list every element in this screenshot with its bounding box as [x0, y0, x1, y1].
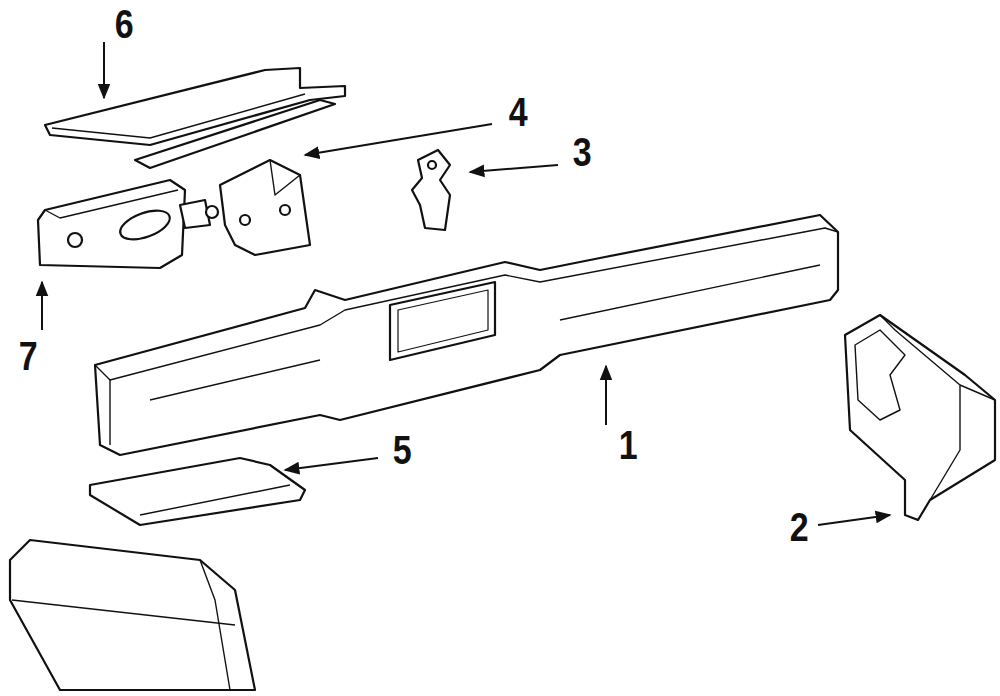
retainer-clip: [412, 150, 450, 230]
leader-line: [305, 124, 492, 155]
callout-number: 5: [392, 430, 411, 470]
plate-strip: [135, 100, 335, 168]
leader-line: [285, 458, 378, 470]
callout-number: 4: [508, 92, 527, 132]
leader-line: [605, 366, 607, 425]
bumper-bar: [95, 215, 838, 455]
mount-bracket: [38, 180, 185, 268]
side-bracket: [220, 160, 310, 255]
leader-line: [818, 515, 890, 525]
right-end-cap: [845, 315, 995, 520]
lower-plate: [90, 458, 305, 525]
left-end-cap: [10, 540, 255, 690]
callout-number: 1: [618, 425, 637, 465]
leader-line: [470, 165, 558, 172]
leader-line: [41, 282, 43, 330]
callout-number: 2: [789, 507, 808, 547]
callout-number: 6: [114, 4, 133, 44]
callout-number: 3: [572, 132, 591, 172]
license-opening: [390, 282, 495, 360]
callout-number: 7: [18, 336, 37, 376]
leader-line: [103, 42, 105, 98]
